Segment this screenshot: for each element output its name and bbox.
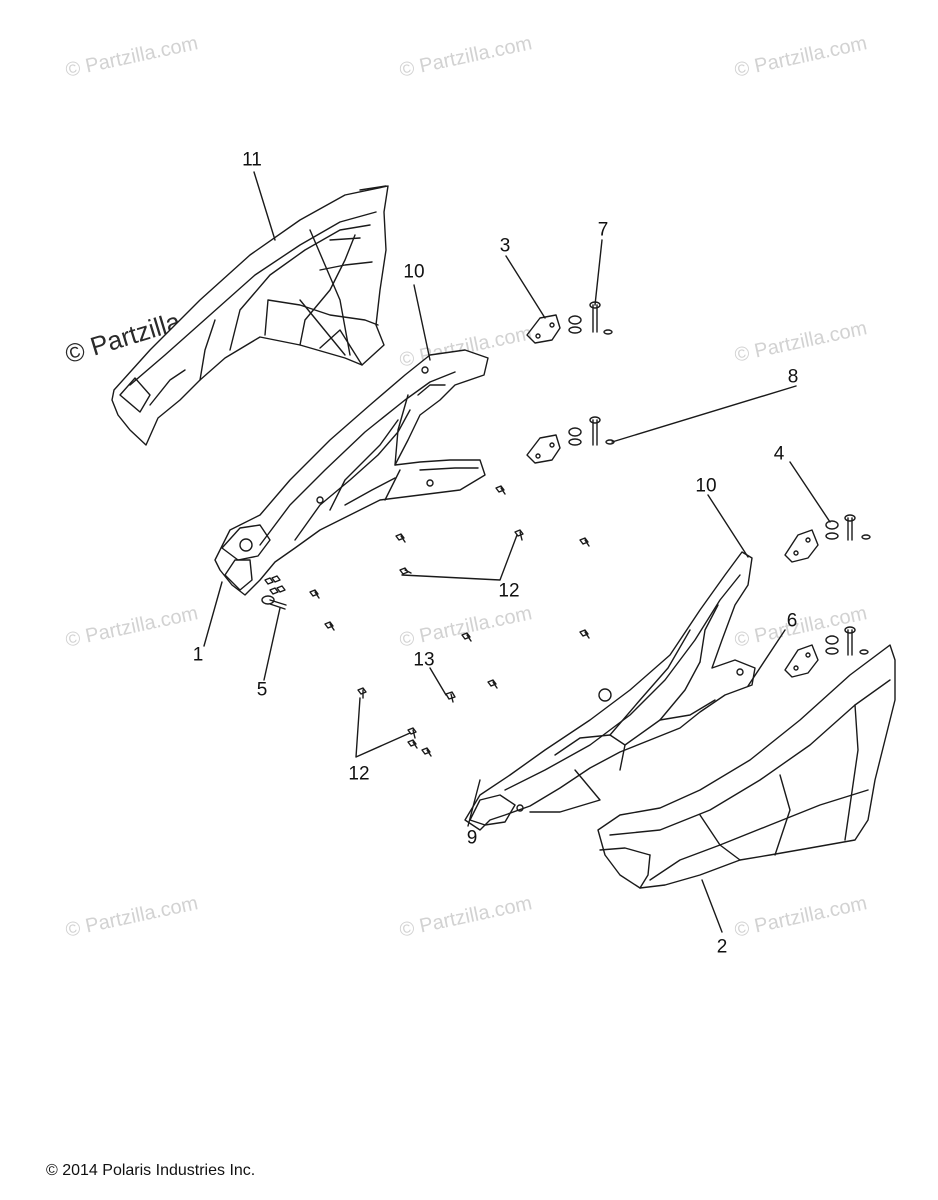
callout-2[interactable]: 2 bbox=[716, 936, 728, 958]
bracket-8 bbox=[526, 416, 615, 464]
fasteners bbox=[264, 485, 590, 757]
callout-5[interactable]: 5 bbox=[256, 679, 268, 701]
bracket-4 bbox=[784, 514, 871, 563]
callout-6[interactable]: 6 bbox=[786, 610, 798, 632]
callout-8[interactable]: 8 bbox=[787, 366, 799, 388]
callout-3[interactable]: 3 bbox=[499, 235, 511, 257]
callout-10-left-frame[interactable]: 10 bbox=[403, 261, 425, 283]
bracket-6 bbox=[784, 626, 869, 678]
callout-10-right-frame[interactable]: 10 bbox=[695, 475, 717, 497]
part-10-right-frame bbox=[464, 551, 756, 831]
copyright-footer: © 2014 Polaris Industries Inc. bbox=[46, 1162, 256, 1179]
part-5-bolt bbox=[261, 595, 287, 610]
callout-11[interactable]: 11 bbox=[242, 149, 262, 171]
callout-13[interactable]: 13 bbox=[413, 649, 435, 671]
callout-1[interactable]: 1 bbox=[192, 644, 204, 666]
callout-12-upper[interactable]: 12 bbox=[498, 580, 520, 602]
callout-9[interactable]: 9 bbox=[466, 827, 478, 849]
bracket-3 bbox=[526, 301, 613, 344]
part-2-door-panel bbox=[597, 644, 896, 889]
callout-7[interactable]: 7 bbox=[597, 219, 609, 241]
part-10-left-frame bbox=[214, 349, 489, 596]
leader-lines bbox=[203, 171, 831, 933]
part-11-side-panel bbox=[111, 185, 389, 446]
callout-4[interactable]: 4 bbox=[773, 443, 785, 465]
callout-12-lower[interactable]: 12 bbox=[348, 763, 370, 785]
